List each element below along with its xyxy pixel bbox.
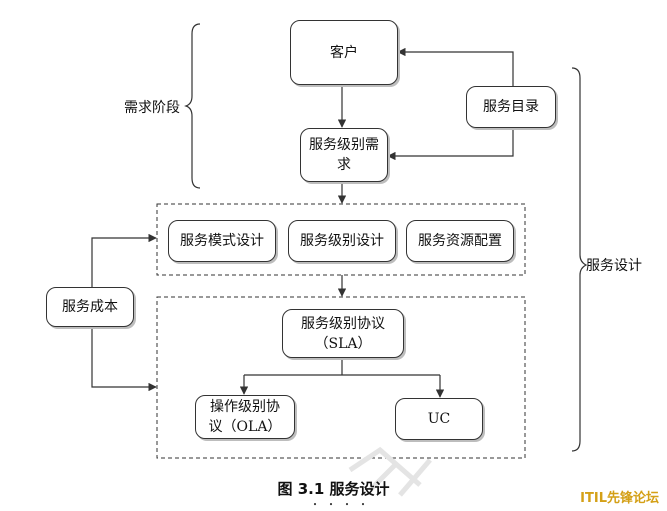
sla-node: 服务级别协议 （SLA） bbox=[282, 309, 404, 358]
requirement-stage-label: 需求阶段 bbox=[124, 100, 180, 116]
uc-label: UC bbox=[427, 411, 451, 427]
service-level-design-label: 服务级别设计 bbox=[300, 233, 384, 249]
service-resource-config-node: 服务资源配置 bbox=[406, 220, 514, 262]
service-level-requirement-label: 服务级别需求 bbox=[309, 137, 379, 173]
ola-label-line2: 议（OLA） bbox=[208, 419, 282, 435]
service-cost-node: 服务成本 bbox=[46, 287, 134, 327]
ola-label-line1: 操作级别协 bbox=[210, 399, 280, 415]
uc-node: UC bbox=[395, 398, 483, 440]
service-level-design-node: 服务级别设计 bbox=[288, 220, 396, 262]
forum-watermark: ITIL先锋论坛 bbox=[580, 491, 659, 506]
service-level-requirement-node: 服务级别需求 bbox=[300, 128, 388, 182]
sla-label-line1: 服务级别协议 bbox=[301, 315, 385, 332]
arrow-catalog-to-requirement bbox=[387, 128, 514, 161]
ola-node: 操作级别协 议（OLA） bbox=[195, 395, 295, 439]
service-cost-label: 服务成本 bbox=[62, 299, 118, 315]
customer-node: 客户 bbox=[290, 20, 398, 85]
service-design-label: 服务设计 bbox=[586, 258, 642, 274]
service-catalog-label: 服务目录 bbox=[483, 99, 539, 115]
agreement-group-box bbox=[156, 296, 526, 459]
customer-label: 客户 bbox=[330, 44, 358, 61]
service-resource-config-label: 服务资源配置 bbox=[418, 233, 502, 249]
caption-dots: ・・・・ bbox=[310, 500, 374, 511]
service-mode-design-label: 服务模式设计 bbox=[180, 233, 264, 249]
background-watermark-strokes bbox=[348, 446, 432, 497]
design-group-box bbox=[156, 203, 526, 276]
arrow-cost-to-design bbox=[91, 233, 157, 287]
service-design-brace bbox=[571, 67, 588, 452]
figure-caption: 图 3.1 服务设计 bbox=[277, 480, 390, 498]
arrow-catalog-to-customer bbox=[397, 47, 514, 86]
service-mode-design-node: 服务模式设计 bbox=[168, 220, 276, 262]
arrow-cost-to-agreement bbox=[91, 327, 157, 392]
sla-label-line2: （SLA） bbox=[314, 335, 372, 352]
service-catalog-node: 服务目录 bbox=[466, 86, 556, 128]
requirement-stage-brace bbox=[184, 23, 201, 189]
